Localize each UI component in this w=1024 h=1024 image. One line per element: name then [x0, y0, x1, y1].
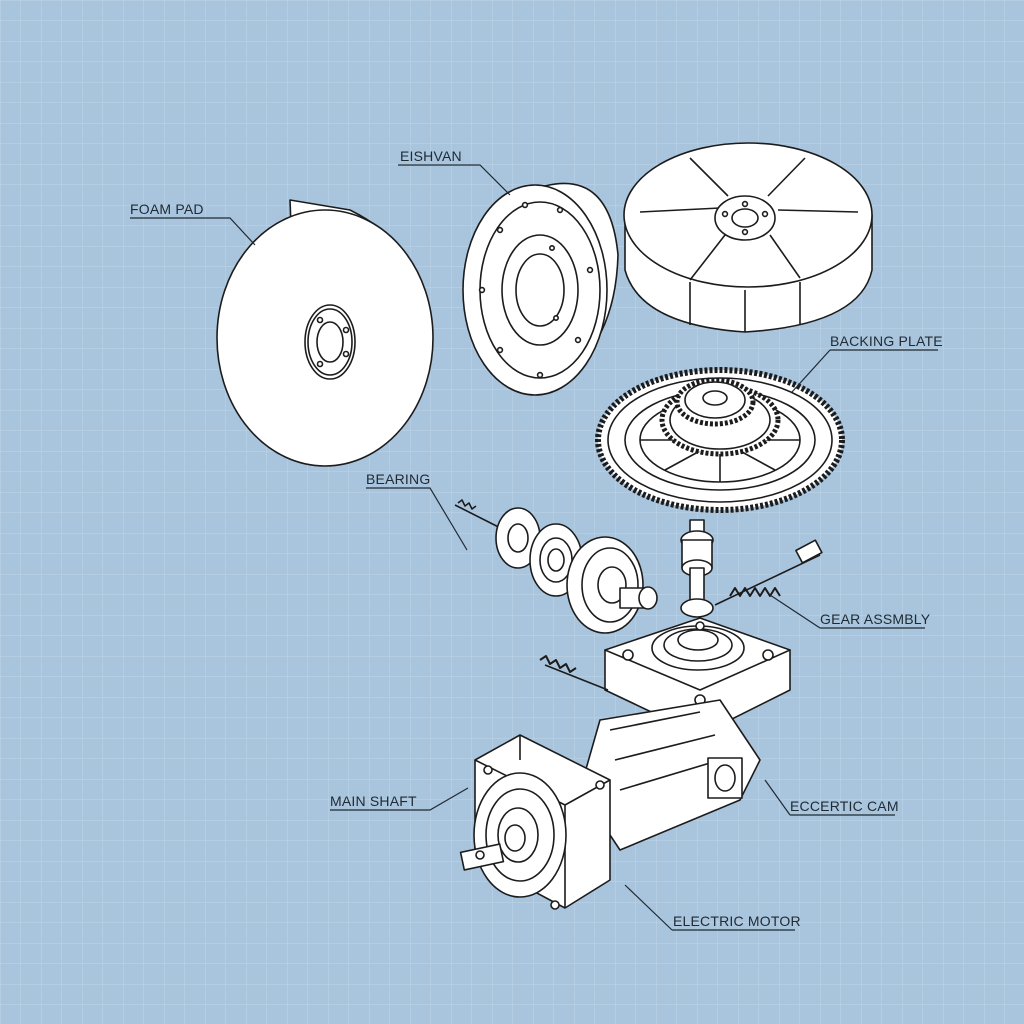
- label-eccentric-cam: ECCERTIC CAM: [790, 798, 899, 814]
- label-bearing: BEARING: [366, 471, 430, 487]
- main-shaft-parts: [454, 499, 823, 618]
- label-backing-plate: BACKING PLATE: [830, 333, 943, 349]
- label-gear-assembly: GEAR ASSMBLY: [820, 611, 931, 627]
- backing-plate: [623, 142, 873, 333]
- label-electric-motor: ELECTRIC MOTOR: [673, 913, 801, 929]
- leader-lines: [130, 164, 938, 931]
- gearbox-housing: [539, 617, 791, 736]
- electric-motor: [459, 699, 761, 910]
- label-foam-pad: FOAM PAD: [130, 201, 204, 217]
- label-top: EISHVAN: [400, 148, 462, 164]
- gear-assembly: [595, 367, 845, 513]
- foam-pad: [216, 199, 434, 467]
- bearing: [495, 507, 658, 634]
- flange-ring: [462, 182, 619, 396]
- label-main-shaft: MAIN SHAFT: [330, 793, 417, 809]
